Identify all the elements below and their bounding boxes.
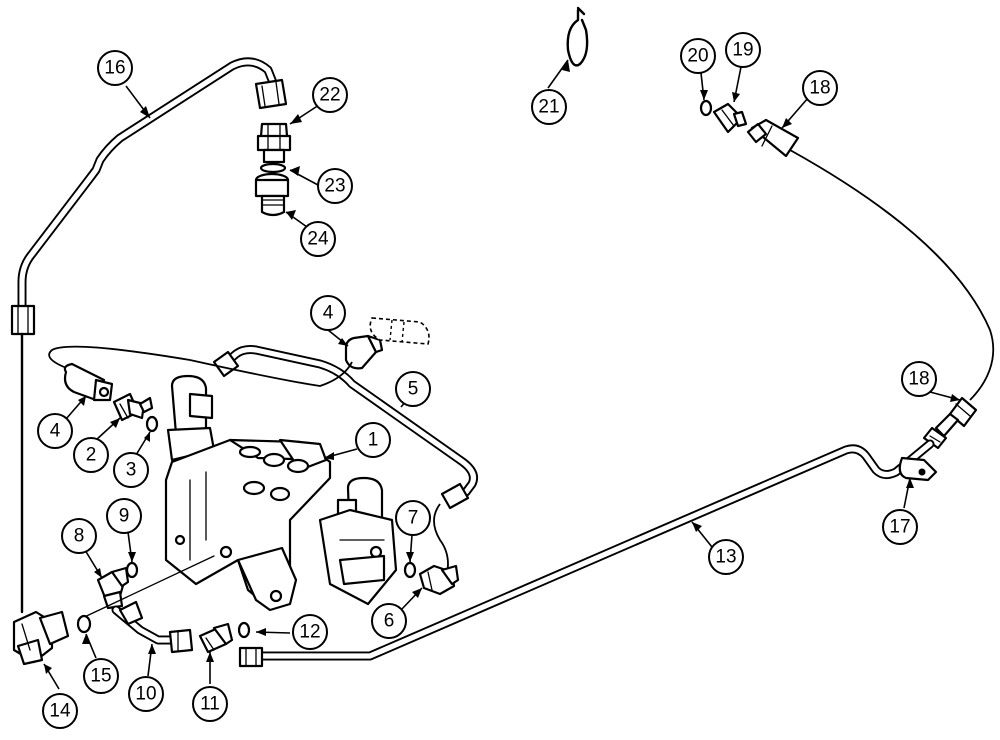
fitting-11 [198,622,234,654]
svg-text:8: 8 [74,526,85,547]
svg-text:4: 4 [323,303,334,324]
callout-15: 15 [83,658,119,694]
svg-text:23: 23 [324,176,345,197]
svg-text:17: 17 [889,517,910,538]
callout-18a: 18 [802,70,838,106]
callout-4a: 4 [37,413,73,449]
o-ring-12 [237,621,251,639]
callout-12: 12 [292,614,328,650]
svg-text:6: 6 [384,611,395,632]
callout-21: 21 [531,89,567,125]
leader-line-14-block [77,555,215,621]
callout-7: 7 [395,500,431,536]
svg-text:10: 10 [135,684,156,705]
callout-10: 10 [128,676,164,712]
clamp-21 [566,6,589,67]
callout-19: 19 [725,32,761,68]
callout-18b: 18 [901,361,937,397]
elbow-fitting-14 [12,610,70,666]
callout-13: 13 [708,539,744,575]
svg-text:19: 19 [732,40,753,61]
svg-text:13: 13 [715,547,736,568]
callout-3: 3 [113,452,149,488]
svg-text:15: 15 [90,666,111,687]
clamp-17 [898,456,938,482]
svg-text:12: 12 [299,622,320,643]
elbow-fitting-6 [418,564,460,596]
fitting-22 [256,122,292,164]
check-valve-4-left [63,362,114,402]
valve-cartridge-dashed [369,317,430,345]
svg-text:20: 20 [687,46,708,67]
o-ring-15 [76,614,92,634]
fitting-24 [254,172,290,217]
callout-20: 20 [680,38,716,74]
callout-8: 8 [61,518,97,554]
tee-fitting-2 [112,392,154,422]
elbow-fitting-8 [96,566,130,610]
o-ring-23 [259,162,287,174]
o-ring-7 [403,561,417,579]
hose-6-link [433,503,449,579]
svg-text:5: 5 [408,379,419,400]
svg-text:18: 18 [809,78,830,99]
callout-22: 22 [312,77,348,113]
o-ring-9 [125,561,139,579]
svg-text:16: 16 [104,58,125,79]
o-ring-3 [145,415,159,433]
svg-text:1: 1 [368,430,379,451]
arrowheads [44,60,960,674]
callout-23: 23 [317,168,353,204]
hose-loop-4 [48,345,353,387]
hose-end-18-top [746,118,800,158]
svg-text:4: 4 [50,421,61,442]
svg-text:14: 14 [49,701,71,722]
svg-text:9: 9 [119,506,130,527]
tube-5 [212,345,478,510]
valve-block-1 [164,374,332,612]
callout-17: 17 [882,509,918,545]
svg-text:24: 24 [307,229,329,250]
callout-2: 2 [73,437,109,473]
callout-4b: 4 [310,295,346,331]
svg-text:21: 21 [538,97,559,118]
tube-10 [111,600,194,654]
hose-end-18-bottom [934,396,978,438]
svg-text:18: 18 [908,369,929,390]
svg-text:7: 7 [408,508,419,529]
callout-1: 1 [355,422,391,458]
callout-11: 11 [192,686,228,722]
callout-6: 6 [371,603,407,639]
svg-text:22: 22 [319,85,340,106]
fitting-19 [712,102,748,134]
tube-16 [10,57,288,614]
fitting-13-end [922,426,948,450]
callout-24: 24 [300,221,336,257]
tube-13 [238,439,935,668]
svg-text:11: 11 [200,694,220,715]
solenoid-valve-right [318,476,398,606]
callout-16: 16 [97,50,133,86]
svg-text:3: 3 [126,460,137,481]
svg-text:2: 2 [86,445,97,466]
callout-14: 14 [42,693,78,729]
callout-5: 5 [395,371,431,407]
hose-18-line [789,149,995,401]
callout-9: 9 [106,498,142,534]
o-ring-20 [699,99,713,117]
